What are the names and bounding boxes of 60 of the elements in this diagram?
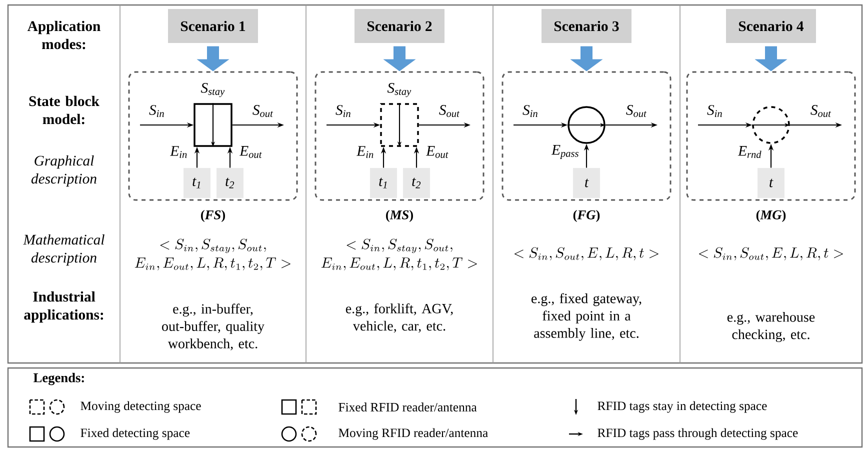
row-heading: State block model: [29,96,100,124]
scenario-box: Scenario 2 [354,9,444,43]
application-text: e.g., in-buffer, out-buffer, quality workbench, etc. [162,304,264,350]
application-text: e.g., forklift, AGV, vehicle, car, etc. [346,303,453,333]
edge-label: S$_{in}$ [149,105,164,117]
model-formula: $< S_{in}, S_{stay}, S_{out},$ [160,238,266,254]
edge-label: E$_{out}$ [426,146,448,158]
model-formula: $< S_{in}, S_{stay}, S_{out},$ [346,238,452,254]
edge-label: E$_{in}$ [170,146,187,158]
detecting-circle [752,106,790,144]
node-label: (FS) [201,210,225,222]
dashed-panel [502,71,672,201]
time-box: t [758,168,784,198]
application-text: e.g., warehouse checking, etc. [727,312,815,342]
time-box: t$_{1}$ [370,168,397,198]
edge-label: S$_{out}$ [439,105,460,118]
state-label: S$_{stay}$ [387,82,412,98]
row-heading: Application modes: [27,20,100,50]
time-box: t [573,168,600,198]
detecting-square [380,103,419,147]
scenario-box: Scenario 3 [542,9,632,43]
dashed-panel [686,71,856,201]
model-formula: $E_{in}, E_{out}, L, R, t_1, t_2, T >$ [321,258,477,270]
scenario-box: Scenario 1 [168,9,258,43]
edge-label: E$_{out}$ [239,146,262,158]
dashed-panel [128,71,298,201]
node-label: (MS) [386,210,413,222]
detecting-square [194,103,232,147]
edge-label: S$_{in}$ [522,105,538,117]
state-label: S$_{stay}$ [200,82,225,98]
edge-label: S$_{out}$ [252,105,274,118]
legend-text: Moving detecting space [80,401,201,413]
legend-text: RFID tags pass through detecting space [598,428,798,440]
legend-text: RFID tags stay in detecting space [598,401,767,413]
row-heading: Industrial applications: [24,291,104,323]
edge-label: S$_{in}$ [336,105,350,117]
edge-label: S$_{out}$ [626,105,647,118]
row-heading: Graphical description [31,155,96,187]
row-heading: Mathematical description [23,234,104,266]
detecting-circle [568,106,606,144]
edge-label: E$_{rnd}$ [738,146,762,158]
model-formula: $< S_{in}, S_{out}, E, L, R, t >$ [698,247,843,260]
legend-text: Moving RFID reader/antenna [338,428,488,440]
time-box: t$_{2}$ [216,168,244,198]
legend-text: Fixed detecting space [80,428,190,440]
node-label: (FG) [573,210,600,222]
edge-label: S$_{in}$ [707,105,722,117]
edge-label: E$_{pass}$ [551,145,578,159]
edge-label: E$_{in}$ [356,146,374,158]
legend-title: Legends: [34,372,84,386]
scenario-box: Scenario 4 [726,9,816,43]
application-text: e.g., fixed gateway, fixed point in a assembly line, etc. [532,293,642,341]
node-label: (MG) [756,210,786,222]
time-box: t$_{2}$ [403,168,430,198]
edge-label: S$_{out}$ [810,105,832,118]
legend-text: Fixed RFID reader/antenna [338,402,477,412]
model-formula: $< S_{in}, S_{out}, E, L, R, t >$ [514,247,658,260]
dashed-panel [314,71,484,201]
model-formula: $E_{in}, E_{out}, L, R, t_1, t_2, T >$ [134,258,290,270]
time-box: t$_{1}$ [184,168,210,198]
